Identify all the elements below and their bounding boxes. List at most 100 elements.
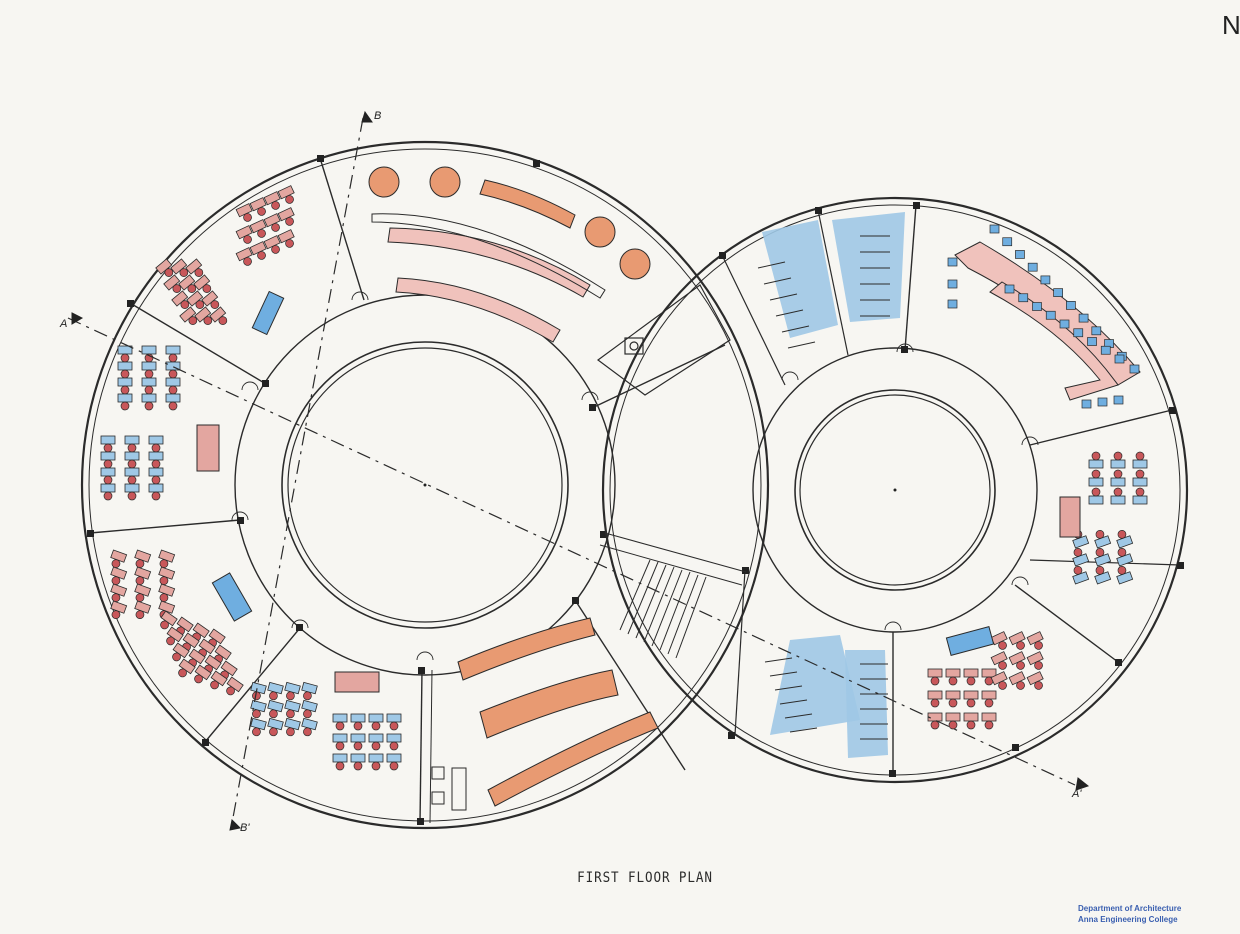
seat-unit	[927, 712, 943, 730]
chair	[168, 353, 178, 363]
door-swing	[1011, 576, 1029, 586]
chair	[371, 761, 381, 771]
desk	[165, 393, 181, 403]
desk	[945, 712, 961, 722]
chair	[389, 721, 399, 731]
long-table	[387, 227, 591, 298]
seat-unit	[332, 753, 348, 771]
seat-unit	[148, 467, 164, 485]
seat-unit	[110, 583, 128, 602]
seat-unit	[386, 713, 402, 731]
door-swing	[231, 511, 249, 521]
chair	[353, 741, 363, 751]
section-line-a	[67, 317, 1076, 786]
chair	[252, 709, 261, 719]
chair	[188, 316, 198, 325]
partition	[319, 157, 365, 301]
chair	[151, 475, 161, 485]
seat-unit	[1088, 487, 1104, 505]
seat-unit	[250, 699, 267, 719]
desk	[981, 690, 997, 700]
right-building	[601, 196, 1189, 784]
chair	[948, 676, 958, 686]
conference-chair	[1087, 337, 1097, 346]
desk	[141, 345, 157, 355]
seat-unit	[1132, 487, 1148, 505]
chair	[984, 720, 994, 730]
desk	[124, 451, 140, 461]
conference-chair	[947, 299, 958, 309]
cabinet	[451, 767, 467, 811]
door-swing	[1021, 436, 1039, 446]
chair	[194, 674, 203, 684]
chair	[389, 741, 399, 751]
partition	[734, 569, 746, 736]
seat-unit	[963, 668, 979, 686]
seat-unit	[945, 712, 961, 730]
left-outer-wall-inner	[88, 148, 762, 822]
shelf	[757, 261, 786, 269]
chair	[269, 727, 278, 737]
seat-unit	[110, 549, 128, 568]
desk	[141, 393, 157, 403]
seat-unit	[250, 681, 267, 701]
seat-unit	[134, 549, 152, 568]
chair	[1091, 451, 1101, 461]
desk	[350, 753, 366, 763]
section-label-b: B	[374, 110, 382, 122]
desk	[350, 733, 366, 743]
desk	[100, 467, 116, 477]
shelf	[789, 727, 818, 733]
seat-unit	[134, 600, 152, 619]
right-courtyard-outer	[794, 389, 996, 591]
section-label-b-end: B'	[240, 822, 250, 834]
chair	[966, 720, 976, 730]
left-courtyard-inner	[287, 347, 563, 623]
desk	[148, 435, 164, 445]
chair	[1034, 641, 1043, 650]
seat-unit	[1110, 451, 1126, 469]
seat-unit	[194, 664, 212, 684]
teacher-table	[1059, 496, 1081, 538]
seat-unit	[284, 699, 301, 719]
chair	[335, 761, 345, 771]
chair	[1117, 548, 1127, 557]
chair	[144, 385, 154, 395]
chair	[335, 741, 345, 751]
seat-unit	[1072, 548, 1090, 567]
chair	[166, 636, 175, 646]
chair	[285, 217, 294, 226]
round-table	[584, 216, 616, 248]
cabinet	[431, 791, 445, 805]
chair	[303, 709, 312, 719]
seat-unit	[117, 361, 133, 379]
door-swing	[351, 291, 369, 301]
chair	[1113, 469, 1123, 479]
chair	[1073, 548, 1083, 557]
seat-unit	[141, 361, 157, 379]
seat-unit	[117, 377, 133, 395]
chair	[202, 284, 212, 293]
conference-chair	[1113, 395, 1124, 405]
chair	[203, 316, 213, 325]
seat-unit	[1094, 548, 1112, 567]
seat-unit	[158, 583, 176, 602]
chair	[127, 475, 137, 485]
desk	[165, 377, 181, 387]
seat-unit	[277, 185, 295, 204]
chair	[180, 300, 190, 309]
seat-unit	[110, 566, 128, 585]
chair	[120, 353, 130, 363]
chair	[930, 720, 940, 730]
chair	[371, 721, 381, 731]
seat-unit	[1088, 469, 1104, 487]
right-courtyard-inner	[799, 394, 991, 586]
chair	[966, 676, 976, 686]
chair	[998, 641, 1007, 650]
seat-unit	[178, 658, 196, 678]
chair	[1073, 566, 1083, 575]
chair	[269, 709, 278, 719]
chair	[1016, 681, 1025, 690]
door-swing	[896, 343, 914, 353]
